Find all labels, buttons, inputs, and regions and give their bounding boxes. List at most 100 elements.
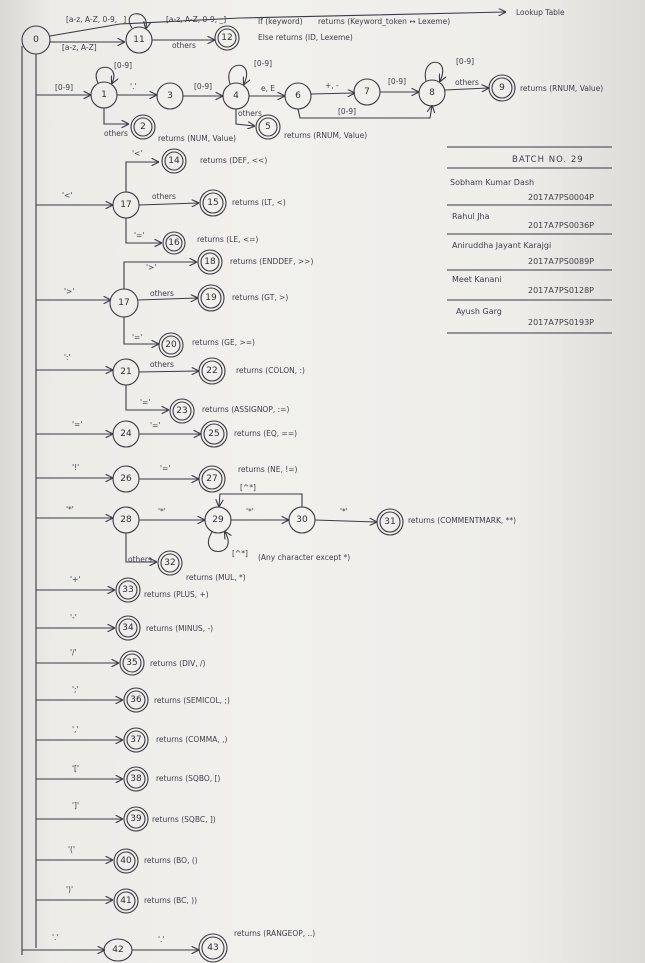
edge-label-star3: '*' [246, 507, 254, 516]
state-label-33: 33 [122, 585, 133, 595]
state-4: 4 [222, 82, 250, 110]
edge-17-16 [125, 218, 161, 243]
state-label-24: 24 [120, 429, 132, 439]
edge-label-semicol: ';' [72, 685, 79, 694]
edge-label-bc: ')' [66, 885, 73, 894]
top-note: Lookup Table [516, 8, 565, 17]
state-26: 26 [112, 465, 140, 493]
edge-label-to1: [0-9] [55, 83, 73, 92]
edge-label-bo: '(' [68, 845, 75, 854]
return-32: returns (MUL, *) [186, 573, 246, 582]
any-char-note: (Any character except *) [258, 553, 350, 562]
edge-top [49, 12, 505, 37]
return-16: returns (LE, <=) [197, 235, 258, 244]
edge-label-dot2: '.' [158, 935, 165, 944]
edge-label-to3: '.' [130, 82, 137, 91]
member-name-4: Ayush Garg [456, 307, 502, 316]
edge-label-to8: [0-9] [388, 77, 406, 86]
loop-8 [424, 61, 442, 81]
state-label-11: 11 [133, 35, 144, 45]
member-id-3: 2017A7PS0128P [528, 286, 594, 295]
return-14: returns (DEF, <<) [200, 156, 267, 165]
edge-label-mul-others: others [128, 555, 152, 564]
return-25: returns (EQ, ==) [234, 429, 297, 438]
start-state: 0 [21, 25, 51, 55]
return-12-if: If (keyword) [258, 17, 303, 26]
state-39: 39 [123, 806, 149, 832]
member-id-2: 2017A7PS0089P [528, 257, 594, 266]
state-11: 11 [125, 26, 153, 54]
state-5: 5 [255, 114, 281, 140]
state-22: 22 [198, 357, 226, 385]
edge-6-7 [310, 93, 354, 94]
state-20: 20 [158, 332, 184, 358]
state-label-22: 22 [206, 366, 217, 376]
state-32: 32 [157, 550, 183, 576]
state-label-42: 42 [112, 945, 123, 955]
edge-30-29-back [219, 493, 303, 507]
member-name-1: Rahul Jha [452, 212, 490, 221]
state-42: 42 [103, 938, 133, 962]
edge-label-plus: '+' [70, 575, 80, 584]
edge-label-to6: e, E [261, 84, 275, 93]
state-3: 3 [156, 82, 184, 110]
state-label-34: 34 [122, 623, 134, 633]
return-34: returns (MINUS, -) [146, 624, 213, 633]
edge-label-ne1: '!' [72, 463, 79, 472]
state-label-43: 43 [207, 943, 218, 953]
state-label-41: 41 [120, 896, 131, 906]
edge-17-15 [138, 203, 198, 205]
edge-8-9 [444, 88, 488, 90]
state-30: 30 [288, 506, 316, 534]
return-15: returns (LT, <) [232, 198, 286, 207]
state-label-26: 26 [120, 474, 132, 484]
edge-label-to12-top: [a-z, A-Z, 0-9, _] [166, 15, 226, 24]
edge-label-to7: +, - [325, 81, 339, 90]
return-35: returns (DIV, /) [150, 659, 206, 668]
edge-17-18 [123, 262, 196, 289]
state-6: 6 [284, 82, 312, 110]
edge-6-8-skip [297, 106, 432, 119]
edge-label-not-star-back: [^*] [240, 483, 256, 492]
member-name-3: Meet Kanani [452, 275, 502, 284]
edge-label-star: '*' [66, 505, 74, 514]
state-label-16: 16 [168, 238, 180, 248]
return-22: returns (COLON, :) [236, 366, 305, 375]
edge-label-eq2: '=' [150, 421, 160, 430]
return-36: returns (SEMICOL, ;) [154, 696, 230, 705]
state-label-40: 40 [120, 856, 132, 866]
state-label-17-lt: 17 [120, 200, 131, 210]
state-17-lt: 17 [112, 191, 140, 219]
return-33: returns (PLUS, +) [144, 590, 209, 599]
edge-label-loop11: [a-z, A-Z, 0-9, _] [66, 15, 126, 24]
edge-label-assign: '=' [140, 398, 150, 407]
edge-label-to12-others: others [172, 41, 196, 50]
edge-label-to2-others: others [104, 129, 128, 138]
state-29: 29 [204, 506, 232, 534]
edge-30-31 [314, 520, 376, 522]
edge-label-star4: '*' [340, 507, 348, 516]
state-14: 14 [161, 148, 187, 174]
return-27: returns (NE, !=) [238, 465, 298, 474]
return-37: returns (COMMA, ,) [156, 735, 228, 744]
state-label-17-gt: 17 [118, 298, 129, 308]
edge-label-comma: ',' [72, 725, 79, 734]
state-18: 18 [197, 249, 223, 275]
edge-17-19 [137, 298, 197, 300]
batch-info-box: BATCH NO. 29 Sobham Kumar Dash 2017A7PS0… [447, 146, 612, 334]
edge-label-to5-others: others [238, 109, 262, 118]
return-39: returns (SQBC, ]) [152, 815, 216, 824]
state-27: 27 [198, 465, 226, 493]
return-5: returns (RNUM, Value) [284, 131, 367, 140]
edge-17-20 [123, 317, 158, 344]
loop-11 [128, 13, 146, 28]
state-9: 9 [488, 74, 516, 102]
edge-label-lt-others: others [152, 192, 176, 201]
edge-label-skip6to8: [0-9] [338, 107, 356, 116]
edge-21-22 [138, 371, 198, 372]
state-28: 28 [112, 506, 140, 534]
state-15: 15 [199, 189, 227, 217]
loop-29 [207, 532, 228, 552]
state-label-12: 12 [221, 33, 232, 43]
state-label-20: 20 [165, 340, 177, 350]
